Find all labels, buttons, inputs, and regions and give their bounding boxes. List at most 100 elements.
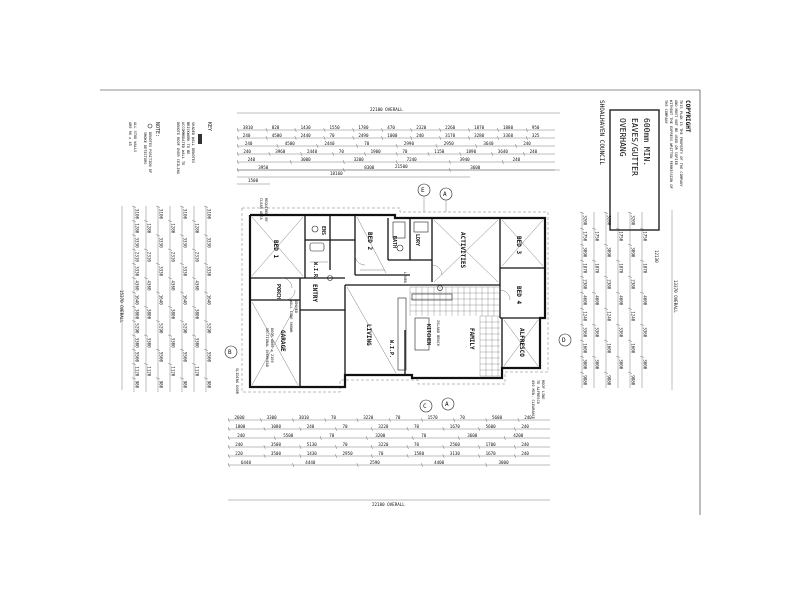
bottom-dim-row-0-value-5: 70 (395, 415, 401, 420)
bottom-dim-row-5-tick-2 (356, 462, 359, 468)
top-start-label: 1500 (248, 178, 259, 183)
room-kitchen: KITCHEN (425, 324, 431, 345)
left-dim-col-0-tick-9 (131, 334, 137, 337)
left-dim-col-6-value-0: 3100 (207, 209, 212, 220)
top-dim-row-0-value-2: 1430 (301, 125, 312, 130)
left-dim-col-0-tick-2 (131, 234, 137, 237)
right-dim-col-0-value-7: 3360 (583, 327, 588, 338)
bottom-dim-row-2-value-5: 3600 (467, 433, 478, 438)
top-dim-row-3-value-2: 2440 (307, 149, 318, 154)
top-dim-row-3-tick-7 (459, 151, 462, 157)
bottom-dim-row-3-tick-4 (370, 444, 373, 450)
top-dim-row-3-value-7: 1890 (466, 149, 477, 154)
bottom-dim-row-0-tick-2 (292, 417, 295, 423)
left-dim-col-0-value-3: 2310 (135, 252, 140, 263)
right-dim-col-3-value-3: 1870 (619, 263, 624, 274)
left-dim-col-1-value-5: 4360 (147, 280, 152, 291)
bottom-dim-row-4-value-2: 1430 (307, 451, 318, 456)
left-dim-col-2-tick-6 (155, 291, 161, 294)
key-line-2: BRICKWORK TO BE (186, 122, 190, 154)
bottom-dim-row-2-value-3: 3200 (375, 433, 386, 438)
bottom-dim-row-1-value-6: 1670 (450, 424, 461, 429)
right-dim-col-1-tick-1 (591, 227, 597, 230)
top-dim-row-0-tick-3 (323, 127, 326, 133)
right-dim-col-4-value-4: 2380 (631, 279, 636, 290)
bottom-dim-row-0-value-7: 70 (460, 415, 466, 420)
section-label-e-top: E (421, 187, 425, 194)
bottom-dim-row-4-tick-7 (478, 453, 481, 459)
bottom-dim-row-1-tick-5 (406, 426, 409, 432)
top-dim-row-2-value-7: 240 (523, 141, 531, 146)
bottom-dim-row-3-value-8: 240 (521, 442, 529, 447)
left-dim-col-0-value-6: 1640 (135, 295, 140, 306)
bottom-dim-row-4-tick-1 (263, 453, 266, 459)
left-dim-col-4-tick-2 (179, 234, 185, 237)
right-dim-col-0-value-1: 1750 (583, 231, 588, 242)
right-dim-col-3-value-5: 4600 (619, 295, 624, 306)
left-dimension-columns: 3100128033302310333043601640380052903300… (131, 205, 212, 392)
top-dim-row-2-value-1: 4500 (285, 141, 296, 146)
top-dim-row-1-value-0: 240 (243, 133, 251, 138)
bottom-dim-row-1-tick-7 (478, 426, 481, 432)
bottom-dim-row-2-tick-4 (411, 435, 414, 441)
bottom-dim-row-4-value-5: 1580 (414, 451, 425, 456)
left-dimensions: 15370 OVERALL 31001280333023103330436016… (119, 205, 212, 392)
right-dim-col-2-value-0: 3200 (607, 215, 612, 226)
key-swatch (198, 134, 202, 144)
bottom-dim-row-2-value-1: 5500 (283, 433, 294, 438)
right-dim-col-4-tick-8 (627, 339, 633, 342)
bottom-dim-row-4-tick-6 (442, 453, 445, 459)
ldry-tub (413, 221, 429, 233)
bottom-dim-row-3-value-3: 70 (343, 442, 349, 447)
top-dim-row-3-value-3: 70 (339, 149, 345, 154)
left-dim-col-3-tick-1 (167, 220, 173, 222)
council-name: SHOALHAVEN COUNCIL (598, 100, 605, 165)
top-dim-row-1-tick-1 (265, 135, 268, 141)
left-dim-col-0-value-2: 3330 (135, 238, 140, 249)
bed2-door-swing (354, 254, 366, 266)
bottom-dim-row-0-tick-1 (260, 417, 262, 423)
top-overall-label: 22100 OVERALL (370, 107, 403, 112)
top-dim-row-3-value-5: 70 (402, 149, 408, 154)
left-dim-col-0-tick-12 (131, 377, 137, 380)
garage-diagonal-2 (251, 301, 299, 386)
left-dim-col-5-tick-3 (191, 248, 197, 251)
bottom-dim-row-0-value-4: 3220 (363, 415, 374, 420)
left-dim-col-0-tick-10 (131, 348, 137, 351)
right-dim-col-4-tick-0 (627, 211, 633, 214)
right-dim-col-4-value-10: 9880 (631, 375, 636, 386)
note-line-2: SMOKE DETECTORS (143, 132, 147, 164)
bottom-dim-row-0-value-6: 1570 (428, 415, 439, 420)
top-dim-row-5-value-1: 8300 (364, 165, 375, 170)
left-dim-col-5-tick-9 (191, 334, 197, 337)
smoke-detector-hall (327, 275, 333, 281)
top-dim-row-0-tick-0 (236, 127, 239, 133)
top-dim-row-2-tick-7 (515, 143, 517, 149)
left-dim-col-0-value-8: 5290 (135, 323, 140, 334)
right-dim-col-5-value-3: 1870 (643, 263, 648, 274)
porch-note-1: WALL LINE SHOWN (289, 300, 293, 332)
bottom-dim-row-0-tick-9 (517, 417, 520, 423)
right-dim-col-4-value-6: 1240 (631, 311, 636, 322)
top-dim-row-3-value-4: 1900 (371, 149, 382, 154)
room-bed3: BED 3 (515, 236, 522, 254)
right-dim-col-4-value-8: 1600 (631, 343, 636, 354)
top-dim-row-0-tick-2 (294, 127, 297, 133)
left-dim-col-1-tick-3 (143, 248, 149, 251)
garage-note-2: DOOR 4800 x 2100 (270, 328, 274, 363)
left-dim-col-4-value-10: 5500 (183, 352, 188, 363)
right-dim-col-0-value-8: 1600 (583, 343, 588, 354)
right-dim-col-0-value-3: 1870 (583, 263, 588, 274)
bottom-dim-row-3-tick-7 (478, 444, 481, 450)
right-dim-col-0-tick-2 (579, 243, 585, 246)
bottom-dim-row-3-tick-1 (263, 444, 266, 450)
left-dim-col-2-value-8: 5290 (159, 323, 164, 334)
right-dim-col-2-value-4: 2380 (607, 279, 612, 290)
top-dim-row-1-tick-9 (497, 135, 499, 141)
left-dim-col-1-value-11: 1120 (147, 366, 152, 377)
top-dim-row-1-value-2: 2440 (301, 133, 312, 138)
sliding-door-note: SLIDING DOOR (235, 368, 239, 395)
right-dim-col-0-value-5: 4600 (583, 295, 588, 306)
left-dim-col-0-value-11: 1120 (135, 366, 140, 377)
right-dim-col-4-tick-2 (627, 243, 633, 246)
